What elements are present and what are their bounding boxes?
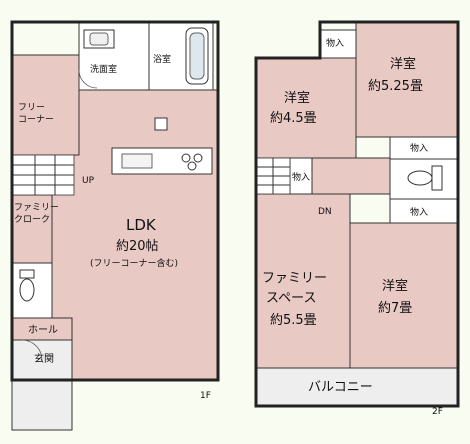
washroom-label: 洗面室 [90,63,117,75]
fridge-marker [154,117,168,131]
kitchen-counter [111,147,213,175]
floor1-label: 1F [200,391,211,401]
western-room-b [355,21,459,138]
western-a-size-label: 約4.5畳 [270,111,317,126]
hall-label: ホール [28,324,58,336]
ldk-label: LDK [126,216,157,234]
ldk-size-label: 約20帖 [116,239,159,254]
family-space-label-1: ファミリー [262,271,327,286]
bath-label: 浴室 [153,53,171,65]
family-closet-label: ファミリークローク [14,203,59,225]
toilet-icon-2f [407,165,443,191]
balcony-label: バルコニー [308,380,373,395]
family-space-size-label: 約5.5畳 [270,313,317,328]
bathtub-icon [185,27,209,85]
storage-stair-label: 物入 [292,171,310,183]
porch [11,379,73,431]
western-b-size-label: 約5.25畳 [368,79,423,94]
storage-top-label: 物入 [326,37,344,49]
stairs-2f [255,157,291,195]
storage-right-label: 物入 [410,206,428,218]
family-space-label-2: スペース [266,291,316,306]
up-label: UP [82,176,95,186]
free-corner-room [11,54,80,156]
dn-label: DN [318,207,332,217]
stairs-1f [11,154,75,196]
western-room-c [349,222,459,369]
storage-top [319,29,357,59]
washbasin-icon [83,29,115,49]
western-c-label: 洋室 [382,278,408,294]
entrance-label: 玄関 [34,352,54,365]
hall-2f [311,157,391,195]
storage-right [389,198,459,224]
second-floor: 洋室 約4.5畳 洋室 約5.25畳 洋室 約7畳 ファミリー スペース 約5.… [254,20,460,417]
toilet-icon-1f [19,269,35,302]
western-a-label: 洋室 [284,90,310,106]
free-corner-label: フリーコーナー [18,103,54,125]
western-c-size-label: 約7畳 [378,301,412,316]
storage-mid-label: 物入 [410,142,428,154]
western-b-label: 洋室 [390,56,416,72]
floor2-label: 2F [432,407,443,417]
western-room-a [255,57,357,159]
ldk-note-label: (フリーコーナー含む) [90,257,178,269]
